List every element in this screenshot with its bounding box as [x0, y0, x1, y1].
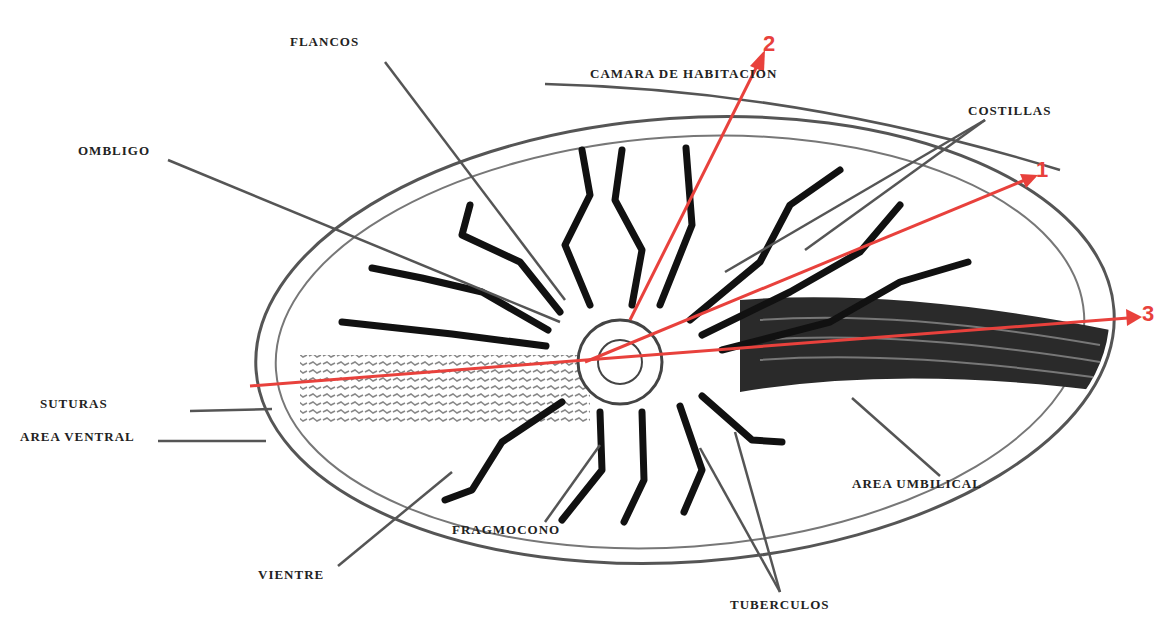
- leader-lines: [158, 62, 1060, 592]
- red-axes: [250, 50, 1142, 386]
- shell-outline: [241, 89, 1130, 592]
- callout-number: 2: [763, 32, 775, 56]
- part-label: TUBERCULOS: [730, 597, 830, 613]
- umbilicus: [578, 320, 662, 404]
- part-label: AREA VENTRAL: [20, 429, 135, 445]
- part-label: COSTILLAS: [968, 103, 1051, 119]
- callout-number: 3: [1142, 302, 1154, 326]
- part-label: SUTURAS: [40, 396, 108, 412]
- part-label: OMBLIGO: [78, 143, 150, 159]
- callout-number: 1: [1036, 158, 1048, 182]
- part-label: FLANCOS: [290, 34, 359, 50]
- part-label: AREA UMBILICAL: [852, 476, 982, 492]
- part-label: VIENTRE: [258, 567, 324, 583]
- rib-lines: [342, 148, 968, 522]
- part-label: FRAGMOCONO: [452, 522, 560, 538]
- part-label: CAMARA DE HABITACION: [590, 66, 777, 82]
